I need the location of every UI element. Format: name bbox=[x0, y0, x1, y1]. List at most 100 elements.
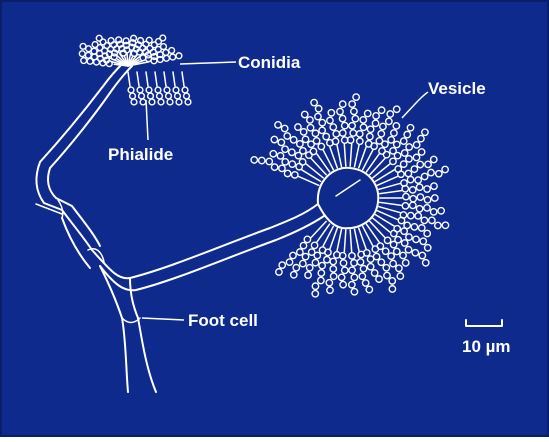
conidium bbox=[358, 272, 367, 281]
conidium bbox=[283, 132, 292, 140]
conidium bbox=[361, 279, 370, 287]
phialide bbox=[310, 157, 327, 176]
conidium bbox=[408, 201, 417, 210]
conidium bbox=[379, 122, 387, 131]
conidium bbox=[115, 36, 123, 44]
conidium bbox=[274, 120, 282, 129]
conidium bbox=[423, 185, 431, 193]
conidium bbox=[410, 222, 419, 231]
conidium bbox=[292, 263, 301, 272]
conidium bbox=[309, 147, 318, 156]
conidium bbox=[420, 172, 429, 181]
conidium bbox=[381, 247, 390, 256]
phialide bbox=[322, 149, 335, 171]
conidium bbox=[270, 135, 279, 144]
upper-stalk-inner bbox=[49, 65, 133, 169]
conidium bbox=[289, 251, 297, 260]
conidium bbox=[311, 282, 320, 291]
conidium bbox=[347, 280, 356, 289]
conidium bbox=[305, 263, 314, 272]
conidia-leader bbox=[179, 61, 237, 65]
conidium bbox=[95, 34, 103, 42]
upper-stalk-outer bbox=[39, 61, 125, 163]
conidium bbox=[294, 151, 303, 160]
conidium bbox=[386, 110, 395, 118]
conidium bbox=[419, 237, 428, 246]
conidium bbox=[359, 264, 368, 273]
phialide bbox=[127, 71, 131, 87]
conidium bbox=[437, 206, 446, 215]
conidium bbox=[412, 235, 420, 244]
septum-junction bbox=[87, 248, 105, 263]
phialide bbox=[316, 223, 331, 243]
conidium bbox=[313, 251, 322, 260]
conidium bbox=[404, 245, 413, 254]
conidium bbox=[136, 36, 145, 45]
conidium bbox=[311, 258, 320, 267]
conidium bbox=[275, 268, 283, 276]
conidium bbox=[406, 175, 415, 184]
phialide bbox=[378, 189, 403, 195]
foot-cell-septum bbox=[121, 317, 141, 324]
conidium bbox=[371, 119, 380, 128]
phialide bbox=[310, 220, 327, 239]
conidium bbox=[387, 252, 396, 261]
conidium bbox=[424, 160, 432, 169]
conidium bbox=[303, 235, 312, 244]
phialide bbox=[305, 163, 324, 179]
conidium bbox=[400, 227, 409, 236]
conidium bbox=[277, 138, 286, 147]
conidium bbox=[392, 122, 401, 130]
conidium bbox=[430, 194, 439, 202]
conidium bbox=[168, 46, 176, 55]
phialide bbox=[353, 144, 360, 168]
conidium bbox=[159, 43, 168, 51]
conidium bbox=[423, 243, 432, 252]
conidium bbox=[434, 169, 443, 178]
conidium bbox=[384, 117, 393, 126]
conidium bbox=[329, 123, 338, 132]
conidium bbox=[329, 272, 338, 281]
conidium bbox=[421, 258, 430, 267]
vesicle-conidia-chains bbox=[250, 93, 450, 298]
conidium bbox=[372, 111, 380, 120]
conidium bbox=[350, 273, 359, 282]
conidium bbox=[269, 149, 278, 158]
phialide bbox=[172, 71, 176, 87]
conidium bbox=[412, 140, 421, 149]
scale-bar-label: 10 µm bbox=[462, 337, 511, 356]
main-stalk-outer bbox=[91, 203, 319, 280]
conidium bbox=[401, 201, 410, 210]
phialide bbox=[378, 182, 401, 191]
conidium bbox=[375, 136, 384, 145]
conidium bbox=[388, 285, 397, 293]
phialide bbox=[349, 229, 353, 253]
conidium bbox=[326, 116, 334, 125]
phialide bbox=[376, 209, 399, 221]
conidium bbox=[289, 270, 298, 279]
conidium bbox=[403, 130, 412, 139]
conidium bbox=[389, 146, 397, 155]
conidium bbox=[348, 100, 357, 108]
conidium bbox=[107, 37, 115, 45]
conidium bbox=[310, 98, 319, 107]
conidium bbox=[371, 245, 380, 254]
conidium bbox=[390, 129, 398, 137]
conidium bbox=[166, 98, 174, 106]
conidium bbox=[122, 37, 130, 45]
conidium bbox=[79, 42, 87, 50]
phialide bbox=[322, 225, 335, 247]
conidium bbox=[395, 264, 403, 273]
conidium bbox=[317, 142, 326, 151]
phialide bbox=[301, 169, 322, 183]
conidium bbox=[418, 251, 427, 260]
conidium bbox=[175, 98, 183, 106]
conidium bbox=[399, 160, 408, 169]
phialide bbox=[369, 220, 386, 239]
conidium bbox=[348, 251, 356, 260]
conidium bbox=[359, 123, 368, 132]
phialide bbox=[343, 229, 347, 253]
conidium bbox=[99, 38, 107, 46]
